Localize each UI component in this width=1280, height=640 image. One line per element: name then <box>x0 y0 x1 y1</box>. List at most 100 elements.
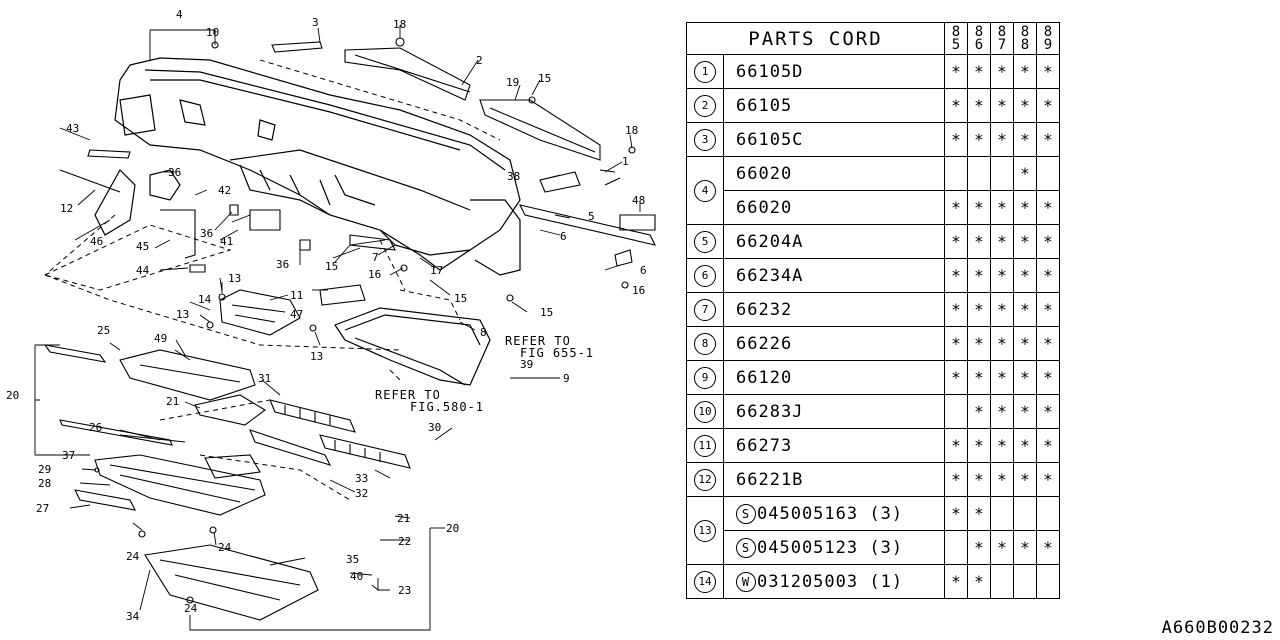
ref-number-cell: 14 <box>686 564 724 599</box>
callout-label: 47 <box>290 308 303 321</box>
ref-number-cell: 4 <box>686 156 724 225</box>
year-applicability-mark: * <box>990 326 1014 361</box>
callout-label: 44 <box>136 264 150 277</box>
ref-number: 14 <box>694 571 716 593</box>
callout-label: 34 <box>126 610 140 623</box>
year-applicability-mark: * <box>1013 258 1037 293</box>
callout-label: 46 <box>90 235 103 248</box>
part-symbol: S <box>736 503 756 524</box>
callout-label: 49 <box>154 332 167 345</box>
callout-label: 8 <box>480 326 487 339</box>
year-applicability-mark <box>1013 564 1037 599</box>
year-applicability-mark: * <box>1013 156 1037 191</box>
ref-number: 8 <box>694 333 716 355</box>
callout-label: 16 <box>632 284 645 297</box>
part-code: 66221B <box>736 469 804 490</box>
callout-label: 25 <box>97 324 110 337</box>
dashed-guide-lines <box>43 59 501 501</box>
callout-label: 21 <box>166 395 179 408</box>
callout-label: 31 <box>258 372 271 385</box>
callout-label: 36 <box>276 258 289 271</box>
callout-label: 15 <box>454 292 467 305</box>
part-code-cell: 66232 <box>723 292 945 327</box>
year-applicability-mark: * <box>967 88 991 123</box>
part-code: 66234A <box>736 265 804 286</box>
year-applicability-mark: * <box>990 462 1014 497</box>
callout-label: 27 <box>36 502 49 515</box>
part-symbol: S <box>736 537 756 558</box>
part-code: 66020 <box>736 197 793 218</box>
year-applicability-mark <box>944 530 968 565</box>
part-code: 66105D <box>736 61 804 82</box>
callout-label: 11 <box>290 289 303 302</box>
ref-number-cell: 5 <box>686 224 724 259</box>
part-code-cell: 66020 <box>723 156 945 191</box>
year-applicability-mark: * <box>944 54 968 89</box>
year-applicability-mark <box>1036 564 1060 599</box>
ref-number: 10 <box>694 401 716 423</box>
callout-label: 24 <box>184 602 198 615</box>
callout-label: 48 <box>632 194 645 207</box>
refer-note-line: REFER TO <box>375 388 441 402</box>
year-applicability-mark: * <box>1036 190 1060 225</box>
year-applicability-mark: * <box>1036 122 1060 157</box>
callout-label: 5 <box>588 210 595 223</box>
refer-notes: REFER TO FIG 655-1 REFER TO FIG.580-1 <box>375 334 593 414</box>
year-applicability-mark <box>990 496 1014 531</box>
callout-label: 14 <box>198 293 212 306</box>
year-applicability-mark: * <box>1036 258 1060 293</box>
callout-label: 15 <box>538 72 551 85</box>
year-applicability-mark: * <box>1036 530 1060 565</box>
year-header: 8 8 <box>1013 22 1037 55</box>
part-code-cell: 66221B <box>723 462 945 497</box>
part-code-cell: 66234A <box>723 258 945 293</box>
year-applicability-mark: * <box>944 462 968 497</box>
year-applicability-mark: * <box>1036 224 1060 259</box>
year-applicability-mark: * <box>1013 224 1037 259</box>
ref-number-cell: 10 <box>686 394 724 429</box>
table-header-row: PARTS CORD 8 5 8 6 8 7 8 8 8 9 <box>686 22 1060 55</box>
part-code: 66120 <box>736 367 793 388</box>
year-applicability-mark: * <box>1036 360 1060 395</box>
year-applicability-mark: * <box>1036 428 1060 463</box>
callout-label: 26 <box>89 421 102 434</box>
ref-number-cell: 2 <box>686 88 724 123</box>
part-code: 66105C <box>736 129 804 150</box>
year-header: 8 5 <box>944 22 968 55</box>
year-applicability-mark <box>944 156 968 191</box>
year-applicability-mark: * <box>944 190 968 225</box>
callout-label: 9 <box>563 372 570 385</box>
leader-lines <box>34 25 641 631</box>
year-applicability-mark: * <box>967 462 991 497</box>
year-applicability-mark: * <box>1013 190 1037 225</box>
part-code-cell: 66105C <box>723 122 945 157</box>
year-applicability-mark: * <box>967 224 991 259</box>
year-applicability-mark <box>967 156 991 191</box>
year-applicability-mark: * <box>944 326 968 361</box>
ref-number: 13 <box>694 520 716 542</box>
year-applicability-mark: * <box>1013 122 1037 157</box>
year-applicability-mark: * <box>1013 462 1037 497</box>
instrument-panel-drawing <box>94 57 521 276</box>
callout-label: 36 <box>200 227 213 240</box>
callout-label: 33 <box>355 472 368 485</box>
callout-label: 1 <box>622 155 629 168</box>
callout-label: 45 <box>136 240 149 253</box>
year-applicability-mark <box>1036 496 1060 531</box>
callout-label: 35 <box>346 553 359 566</box>
year-applicability-mark: * <box>1013 360 1037 395</box>
year-applicability-mark: * <box>967 292 991 327</box>
ref-number: 11 <box>694 435 716 457</box>
callout-label: 6 <box>640 264 647 277</box>
ref-number: 9 <box>694 367 716 389</box>
callout-label: 20 <box>6 389 19 402</box>
callout-label: 23 <box>398 584 411 597</box>
year-applicability-mark: * <box>967 428 991 463</box>
